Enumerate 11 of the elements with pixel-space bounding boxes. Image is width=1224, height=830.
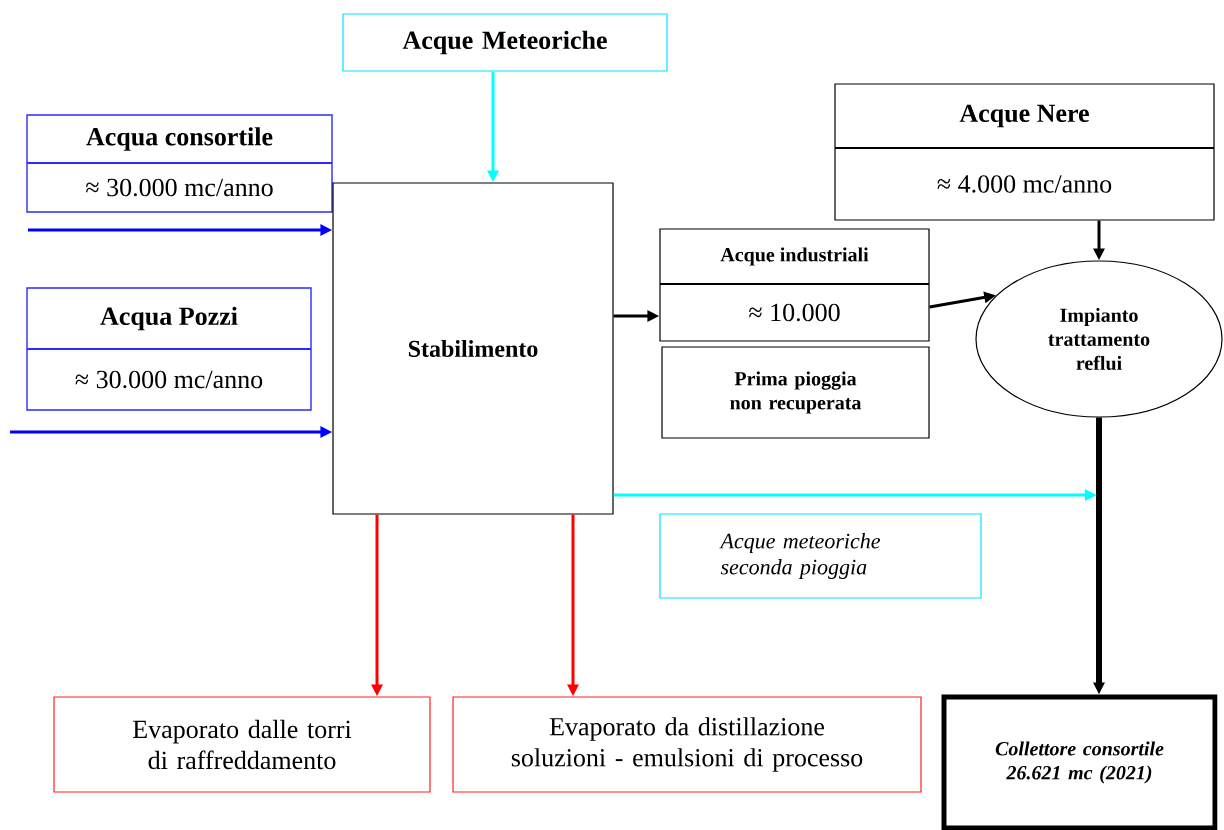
source-box: Acque Meteoriche	[342, 13, 668, 72]
output-box: Evaporato dalle torri di raffreddamento	[53, 696, 431, 793]
note-box: Acque meteoriche seconda pioggia	[659, 513, 982, 599]
output-box: Evaporato da distillazione soluzioni - emulsioni di processo	[452, 696, 922, 793]
process-box: Stabilimento	[332, 182, 614, 515]
collector-box: Collettore consortile 26.621 mc (2021)	[941, 694, 1218, 830]
source-box: Acqua consortile ≈ 30.000 mc/anno	[26, 114, 333, 213]
flow-box: Acque industriali ≈ 10.000	[659, 228, 930, 342]
flow-box: Prima pioggia non recuperata	[661, 346, 930, 439]
source-box: Acque Nere ≈ 4.000 mc/anno	[834, 83, 1215, 221]
source-box: Acqua Pozzi ≈ 30.000 mc/anno	[26, 287, 312, 411]
